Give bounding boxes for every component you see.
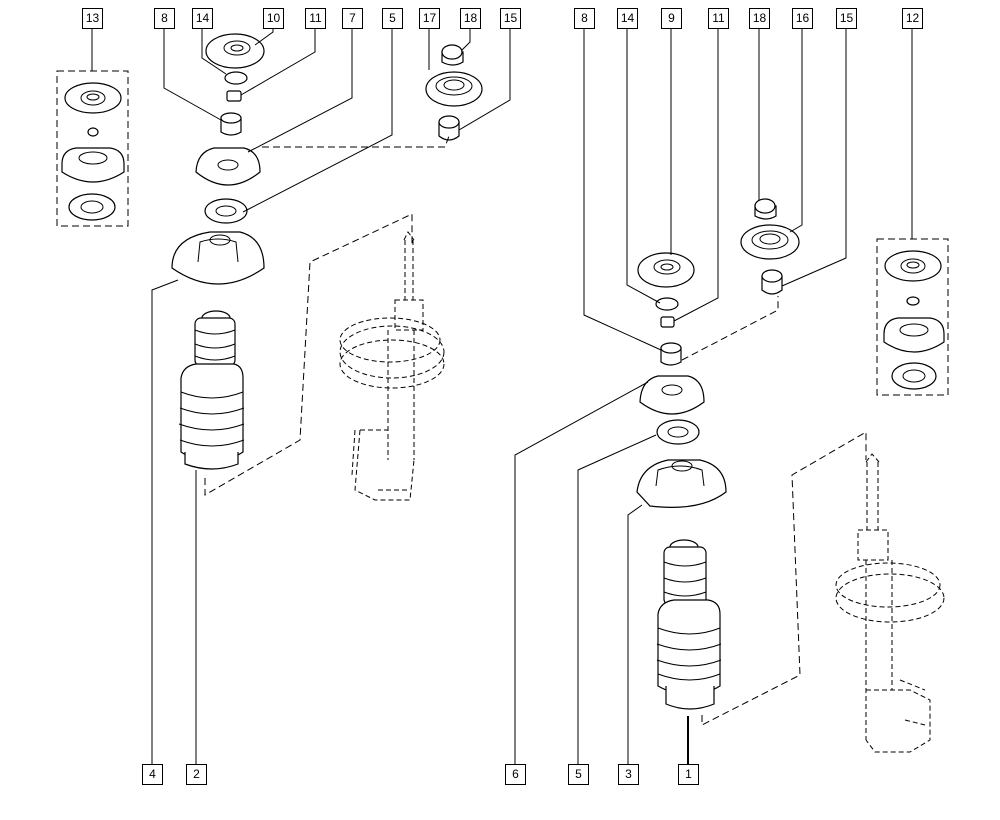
part-3-spring-seat-right — [636, 459, 727, 508]
part-4-spring-seat-left — [171, 231, 265, 285]
callout-3: 3 — [618, 764, 639, 785]
part-1-gaiter-right — [656, 539, 722, 710]
callout-14-right: 14 — [617, 8, 638, 29]
callout-16: 16 — [792, 8, 813, 29]
part-6-bearing-cup-right — [639, 375, 705, 415]
callout-4: 4 — [142, 764, 163, 785]
kit-12-parts — [883, 250, 945, 390]
callout-2: 2 — [186, 764, 207, 785]
part-14-washer-left — [224, 71, 248, 85]
callout-18-right: 18 — [749, 8, 770, 29]
part-15-bush-left — [438, 115, 460, 141]
part-10-top-mount-left — [205, 33, 265, 69]
callout-11-right: 11 — [708, 8, 729, 29]
part-18-nut-right — [754, 198, 777, 220]
kit-13-parts — [61, 82, 125, 221]
callout-8-left: 8 — [154, 8, 175, 29]
callout-5-top-left: 5 — [382, 8, 403, 29]
callout-18-left: 18 — [460, 8, 481, 29]
right-leader-lines — [514, 28, 913, 765]
callout-1: 1 — [678, 764, 699, 785]
part-17-mount-left — [425, 71, 483, 107]
part-18-nut-left — [441, 44, 464, 66]
left-leader-lines — [91, 28, 511, 765]
part-5-ring-right — [656, 419, 700, 445]
strut-outline-left — [339, 231, 445, 501]
callout-14-left: 14 — [192, 8, 213, 29]
callout-8-right: 8 — [574, 8, 595, 29]
part-16-mount-right — [740, 224, 800, 260]
part-5-ring-left — [204, 198, 248, 224]
strut-outline-right — [835, 453, 945, 753]
part-2-gaiter-left — [178, 310, 245, 470]
part-8-bush-left — [220, 112, 242, 136]
callout-12: 12 — [902, 8, 923, 29]
callout-11-left: 11 — [305, 8, 326, 29]
callout-6: 6 — [505, 764, 526, 785]
callout-15-left: 15 — [500, 8, 521, 29]
part-14-washer-right — [655, 297, 679, 311]
callout-9: 9 — [661, 8, 682, 29]
callout-13: 13 — [82, 8, 103, 29]
callout-17: 17 — [419, 8, 440, 29]
part-15-bush-right — [761, 269, 783, 295]
callout-10: 10 — [263, 8, 284, 29]
part-11-nut-right — [660, 316, 675, 328]
part-11-nut-left — [226, 90, 242, 102]
part-9-top-mount-right — [637, 252, 695, 288]
callout-5-bottom: 5 — [568, 764, 589, 785]
callout-15-right: 15 — [836, 8, 857, 29]
part-8-bush-right — [660, 342, 682, 366]
callout-7: 7 — [342, 8, 363, 29]
part-7-bearing-cup-left — [195, 147, 261, 186]
